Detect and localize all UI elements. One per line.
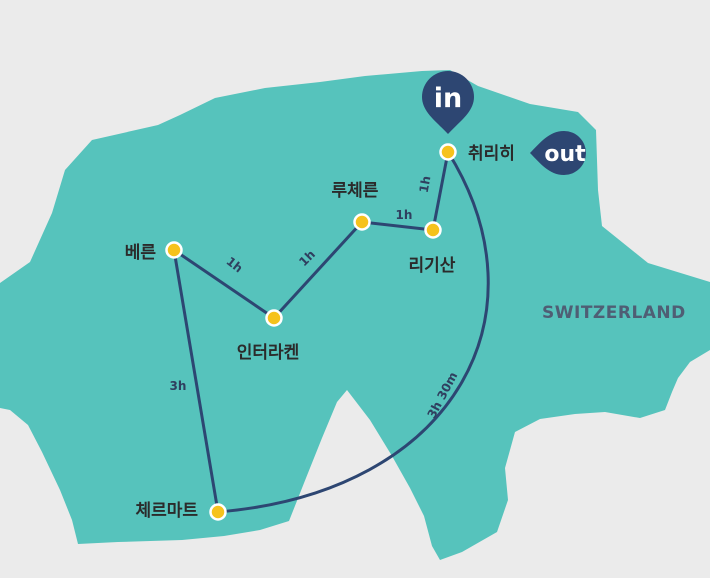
switzerland-land xyxy=(0,70,710,560)
in-pin-icon xyxy=(422,71,474,134)
route-line-rigi-lucerne xyxy=(360,220,435,232)
out-marker: out xyxy=(530,131,586,175)
city-label-zurich: 취리히 xyxy=(468,143,515,164)
country-label: SWITZERLAND xyxy=(542,303,686,323)
route-duration-bern-zermatt: 3h xyxy=(170,379,187,393)
in-marker-label: in xyxy=(434,83,462,114)
city-marker-dot xyxy=(209,503,227,521)
city-marker-dot xyxy=(265,309,283,327)
out-marker-label: out xyxy=(544,142,586,167)
city-lucerne: 루체른 xyxy=(332,181,379,231)
city-interlaken: 인터라켄 xyxy=(237,309,300,363)
route-line-interlaken-bern xyxy=(172,248,276,320)
city-zurich: 취리히 xyxy=(439,143,515,164)
route-line-zermatt-zurich xyxy=(216,150,490,514)
route-line-bern-zermatt xyxy=(172,248,220,514)
route-duration-rigi-lucerne: 1h xyxy=(396,208,413,222)
city-marker-dot xyxy=(165,241,183,259)
city-marker-dot xyxy=(439,143,457,161)
route-line-lucerne-interlaken xyxy=(272,220,364,320)
city-label-bern: 베른 xyxy=(125,243,157,263)
city-rigi: 리기산 xyxy=(409,221,456,276)
city-marker-dot xyxy=(353,213,371,231)
city-label-lucerne: 루체른 xyxy=(332,181,379,201)
city-marker-dot xyxy=(424,221,442,239)
out-pin-icon xyxy=(530,131,586,175)
route-lines xyxy=(172,150,490,514)
city-label-zermatt: 체르마트 xyxy=(135,501,198,521)
in-marker: in xyxy=(422,71,474,134)
city-label-interlaken: 인터라켄 xyxy=(237,343,300,363)
route-line-zurich-rigi xyxy=(431,150,450,232)
route-duration-zurich-rigi: 1h xyxy=(417,175,434,194)
city-bern: 베른 xyxy=(125,241,183,263)
city-label-rigi: 리기산 xyxy=(409,256,456,276)
city-zermatt: 체르마트 xyxy=(135,501,227,521)
